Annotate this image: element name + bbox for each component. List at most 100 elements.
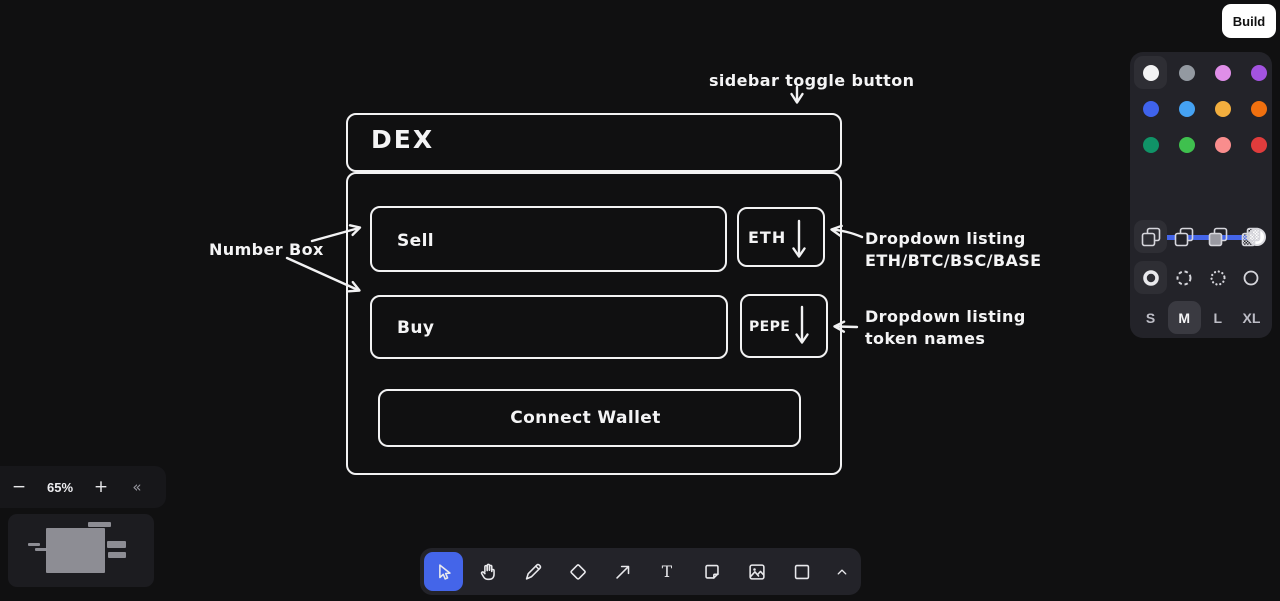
text-tool-button[interactable]: T xyxy=(648,552,687,591)
fill-none-button[interactable] xyxy=(1134,220,1167,253)
sell-input-box[interactable] xyxy=(370,206,727,272)
color-dot xyxy=(1178,100,1195,117)
image-icon xyxy=(749,563,765,580)
chevron-up-icon xyxy=(837,568,847,575)
color-swatch-blue[interactable] xyxy=(1134,92,1167,125)
eraser-icon xyxy=(570,563,586,580)
size-m-button[interactable]: M xyxy=(1167,301,1201,334)
dash-solid-button[interactable] xyxy=(1235,261,1268,294)
fill-pattern-button[interactable] xyxy=(1235,220,1268,253)
select-tool-button[interactable] xyxy=(424,552,463,591)
hand-icon xyxy=(481,563,496,580)
dash-draw-button[interactable] xyxy=(1134,261,1167,294)
size-l-button[interactable]: L xyxy=(1201,301,1234,334)
svg-text:T: T xyxy=(662,563,673,581)
color-dot xyxy=(1142,64,1159,81)
minimap[interactable] xyxy=(8,514,154,587)
pepe-token-label[interactable]: PEPE xyxy=(749,319,791,335)
color-dot xyxy=(1178,136,1195,153)
dash-dotted-button[interactable] xyxy=(1201,261,1234,294)
color-swatch-light-green[interactable] xyxy=(1170,128,1203,161)
annotation-number-box[interactable]: Number Box xyxy=(209,240,324,259)
zoom-out-button[interactable]: − xyxy=(4,472,34,502)
collapse-panel-button[interactable]: « xyxy=(122,472,152,502)
minimap-right-annotation xyxy=(107,541,126,548)
color-swatch-grid xyxy=(1134,56,1268,161)
dash-dotted-icon xyxy=(1210,269,1226,286)
color-swatch-yellow[interactable] xyxy=(1206,92,1239,125)
note-icon xyxy=(705,564,719,579)
size-l-label: L xyxy=(1213,309,1223,326)
color-dot xyxy=(1250,136,1267,153)
pepe-dropdown-box[interactable] xyxy=(740,294,828,358)
arrow-icon xyxy=(615,565,629,579)
dex-title[interactable]: DEX xyxy=(371,125,435,154)
hand-tool-button[interactable] xyxy=(469,552,508,591)
color-dot xyxy=(1142,136,1159,153)
color-dot xyxy=(1250,64,1267,81)
asset-tool-button[interactable] xyxy=(737,552,776,591)
size-s-button[interactable]: S xyxy=(1134,301,1167,334)
zoom-in-button[interactable]: + xyxy=(86,472,116,502)
arrow-tool-button[interactable] xyxy=(603,552,642,591)
more-tools-button[interactable] xyxy=(827,552,857,591)
rectangle-tool-button[interactable] xyxy=(782,552,821,591)
color-dot xyxy=(1142,100,1159,117)
color-dot xyxy=(1250,100,1267,117)
eraser-tool-button[interactable] xyxy=(558,552,597,591)
fill-solid-button[interactable] xyxy=(1201,220,1234,253)
size-xl-button[interactable]: XL xyxy=(1235,301,1268,334)
color-swatch-grey[interactable] xyxy=(1170,56,1203,89)
dash-draw-icon xyxy=(1142,269,1159,286)
style-panel: S M L XL xyxy=(1130,52,1272,338)
color-dot xyxy=(1214,100,1231,117)
opacity-slider-track[interactable] xyxy=(1140,235,1262,240)
color-swatch-violet[interactable] xyxy=(1242,56,1275,89)
buy-input-box[interactable] xyxy=(370,295,728,359)
minimap-right-annotation xyxy=(108,552,126,558)
dash-dashed-icon xyxy=(1176,270,1192,285)
color-dot xyxy=(1214,64,1231,81)
connect-wallet-label[interactable]: Connect Wallet xyxy=(510,408,661,428)
text-icon: T xyxy=(662,563,673,581)
annotation-line: Dropdown listing xyxy=(865,307,1026,326)
fill-none-icon xyxy=(1141,227,1160,246)
size-s-label: S xyxy=(1145,309,1156,326)
size-row: S M L XL xyxy=(1134,301,1268,334)
cursor-icon xyxy=(438,563,451,580)
zoom-level-button[interactable]: 65% xyxy=(34,479,86,496)
minimap-left-annotation xyxy=(35,548,47,551)
fill-style-row xyxy=(1134,220,1268,253)
fill-pattern-icon xyxy=(1242,227,1261,246)
color-swatch-white[interactable] xyxy=(1134,56,1167,89)
color-swatch-orange[interactable] xyxy=(1242,92,1275,125)
eth-dropdown-box[interactable] xyxy=(737,207,825,267)
annotation-sidebar-toggle[interactable]: sidebar toggle button xyxy=(709,71,915,90)
size-m-label: M xyxy=(1178,309,1190,326)
annotation-line: Dropdown listing xyxy=(865,229,1026,248)
color-swatch-light-red[interactable] xyxy=(1206,128,1239,161)
fill-semi-button[interactable] xyxy=(1168,220,1201,253)
build-button[interactable]: Build xyxy=(1222,4,1276,38)
minimap-top-annotation xyxy=(88,522,111,527)
color-swatch-green[interactable] xyxy=(1134,128,1167,161)
draw-tool-button[interactable] xyxy=(514,552,553,591)
color-swatch-light-violet[interactable] xyxy=(1206,56,1239,89)
color-dot xyxy=(1178,64,1195,81)
minimap-left-annotation xyxy=(28,543,40,546)
color-swatch-light-blue[interactable] xyxy=(1170,92,1203,125)
color-swatch-red[interactable] xyxy=(1242,128,1275,161)
dash-dashed-button[interactable] xyxy=(1168,261,1201,294)
sell-label[interactable]: Sell xyxy=(397,231,435,251)
pencil-icon xyxy=(525,563,542,580)
connect-wallet-box[interactable] xyxy=(378,389,801,447)
buy-label[interactable]: Buy xyxy=(397,318,435,338)
dex-header-box[interactable] xyxy=(346,113,842,172)
eth-token-label[interactable]: ETH xyxy=(748,228,787,247)
rectangle-icon xyxy=(794,564,809,579)
tools-toolbar: T xyxy=(420,548,861,595)
note-tool-button[interactable] xyxy=(693,552,732,591)
